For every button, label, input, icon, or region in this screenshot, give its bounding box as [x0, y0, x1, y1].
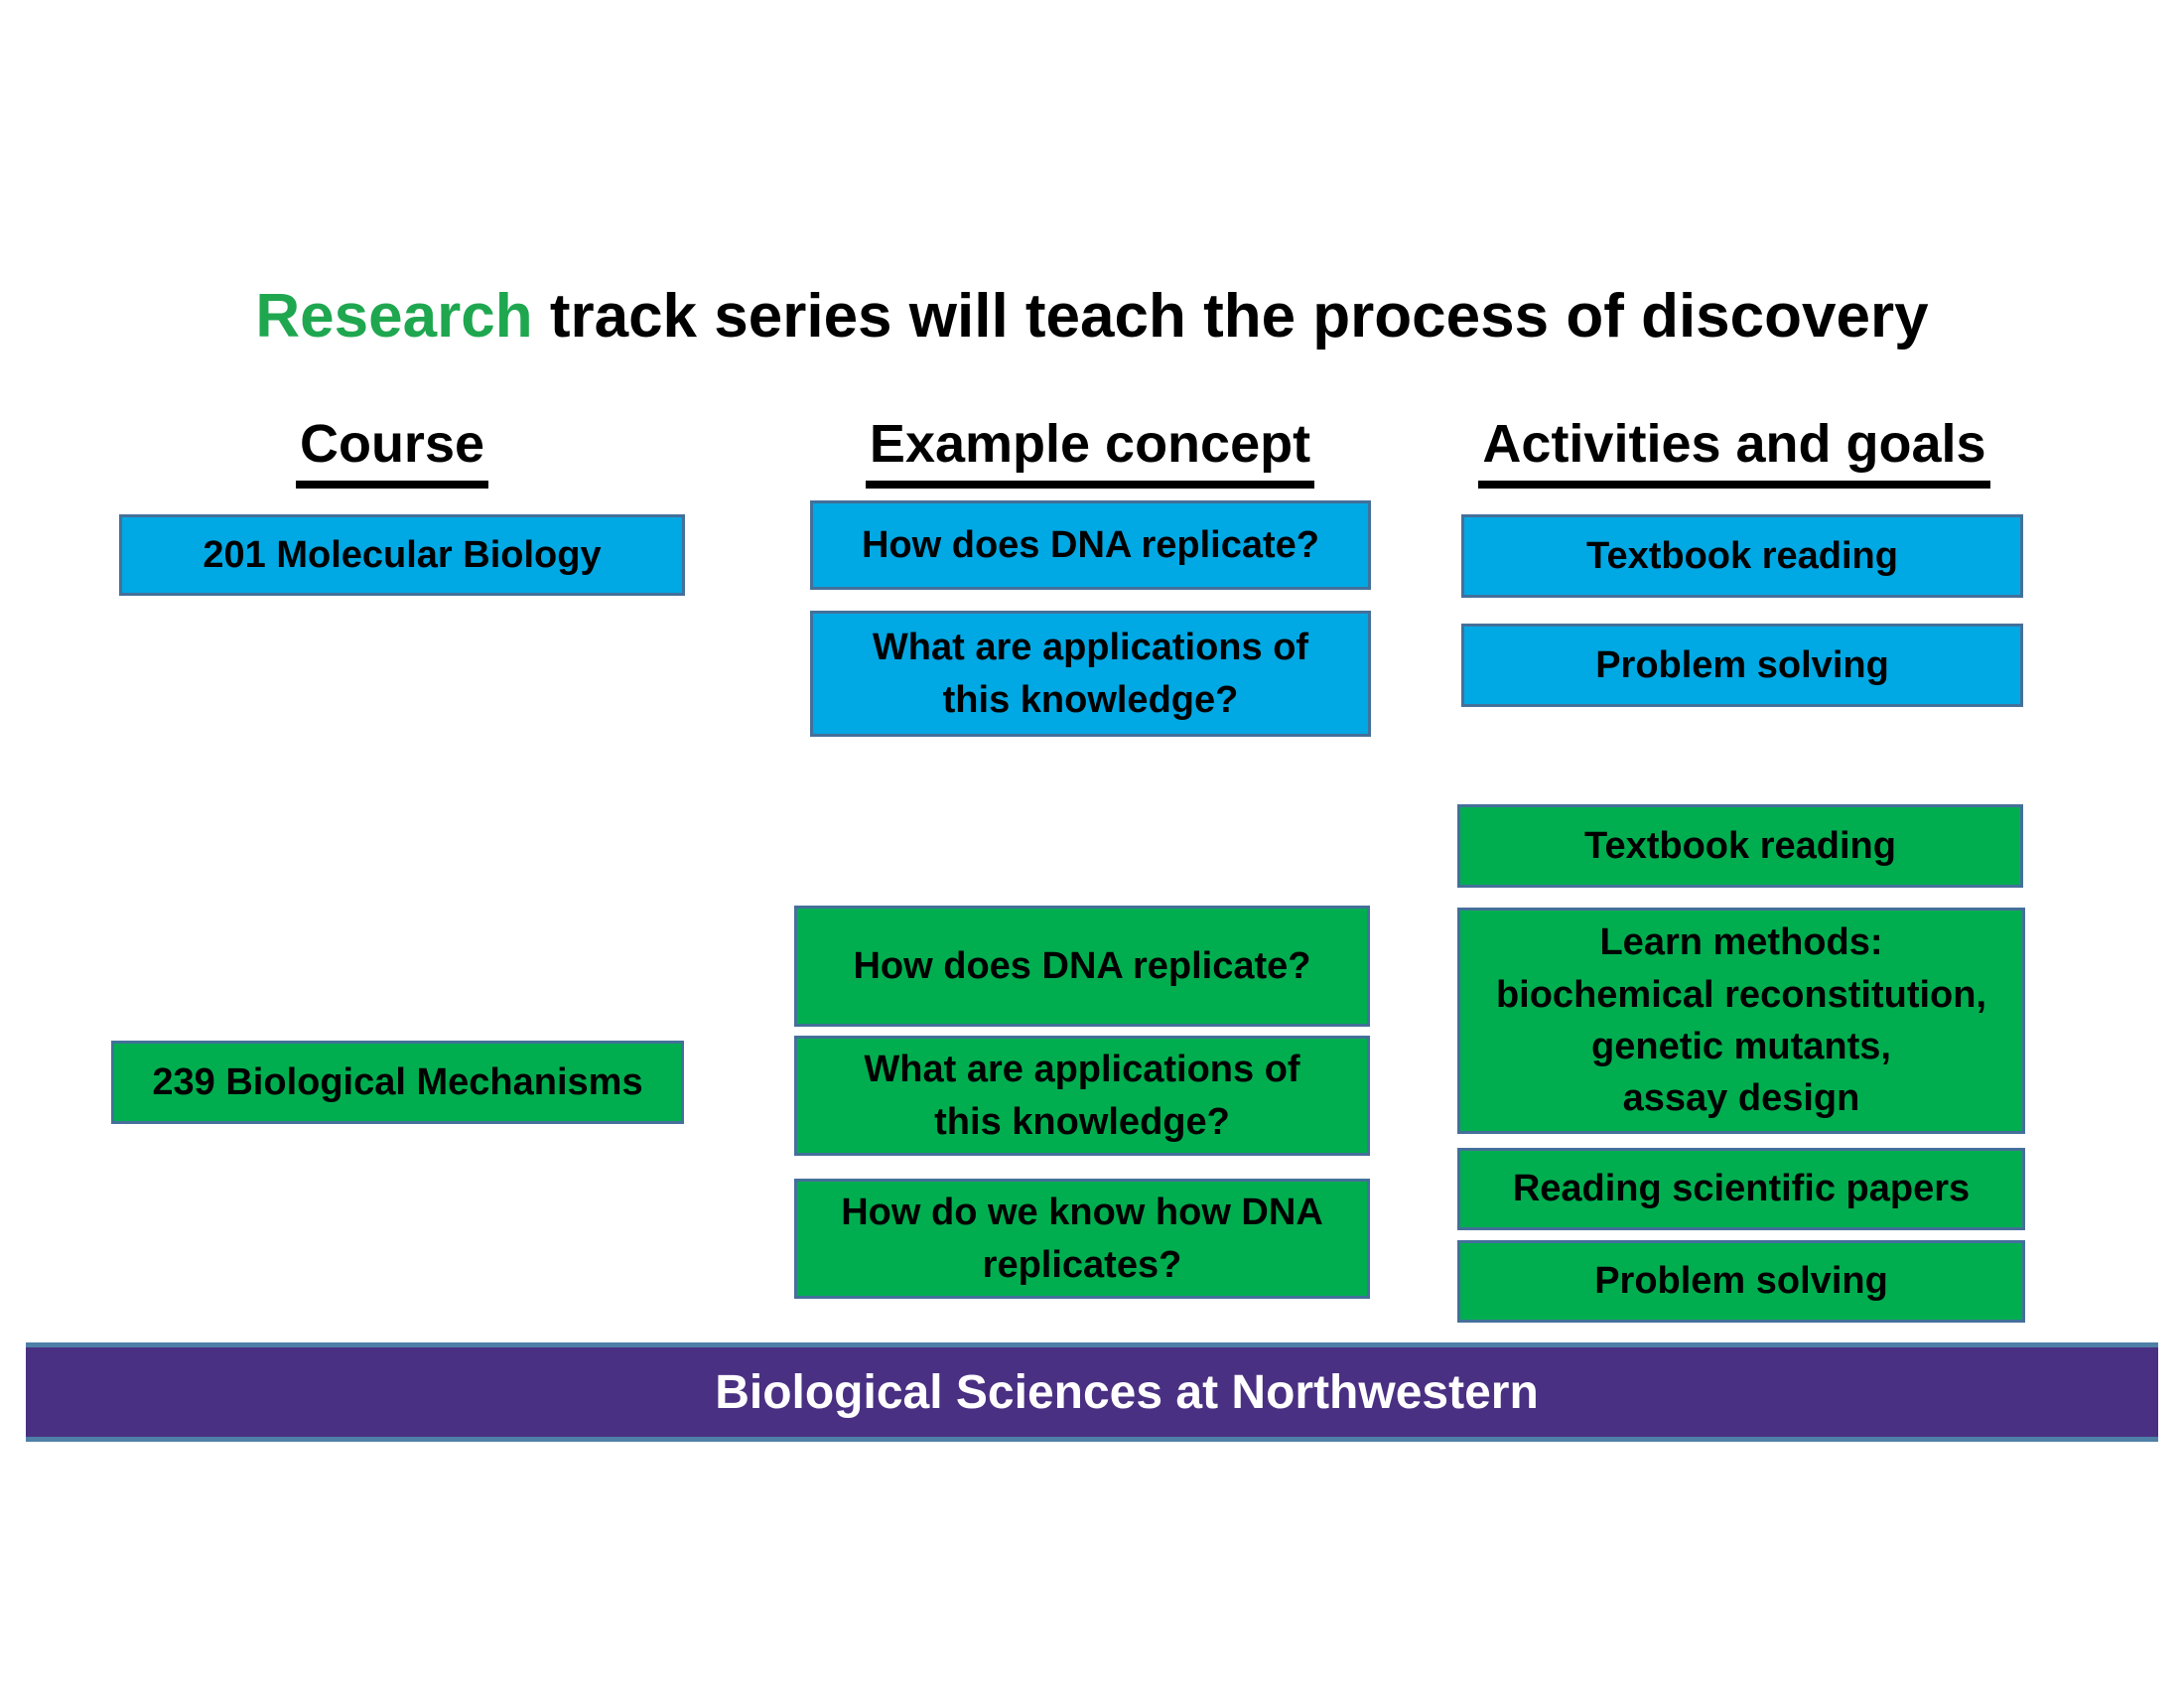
box-201-concept-1: How does DNA replicate? [810, 500, 1371, 590]
footer-banner: Biological Sciences at Northwestern [26, 1342, 2158, 1442]
box-239-concept-1: How does DNA replicate? [794, 906, 1370, 1027]
box-239-concept-2: What are applications of this knowledge? [794, 1036, 1370, 1156]
box-course-239: 239 Biological Mechanisms [111, 1041, 684, 1124]
slide-title-highlight: Research [255, 282, 533, 351]
column-header-course-label: Course [295, 413, 489, 489]
box-239-concept-3: How do we know how DNA replicates? [794, 1179, 1370, 1299]
box-239-activity-1: Textbook reading [1457, 804, 2023, 888]
column-header-concept: Example concept [842, 413, 1338, 489]
slide-title: Research track series will teach the pro… [0, 281, 2184, 352]
column-header-activities-label: Activities and goals [1478, 413, 1990, 489]
box-course-201: 201 Molecular Biology [119, 514, 685, 596]
column-header-course: Course [194, 413, 591, 489]
footer-banner-text: Biological Sciences at Northwestern [715, 1365, 1539, 1419]
box-239-activity-2: Learn methods: biochemical reconstitutio… [1457, 908, 2025, 1134]
column-header-activities: Activities and goals [1461, 413, 2007, 489]
box-201-activity-1: Textbook reading [1461, 514, 2023, 598]
column-header-concept-label: Example concept [865, 413, 1315, 489]
box-239-activity-3: Reading scientific papers [1457, 1148, 2025, 1230]
box-239-activity-4: Problem solving [1457, 1240, 2025, 1323]
box-201-concept-2: What are applications of this knowledge? [810, 611, 1371, 737]
box-201-activity-2: Problem solving [1461, 624, 2023, 707]
slide-title-rest: track series will teach the process of d… [532, 282, 1929, 351]
